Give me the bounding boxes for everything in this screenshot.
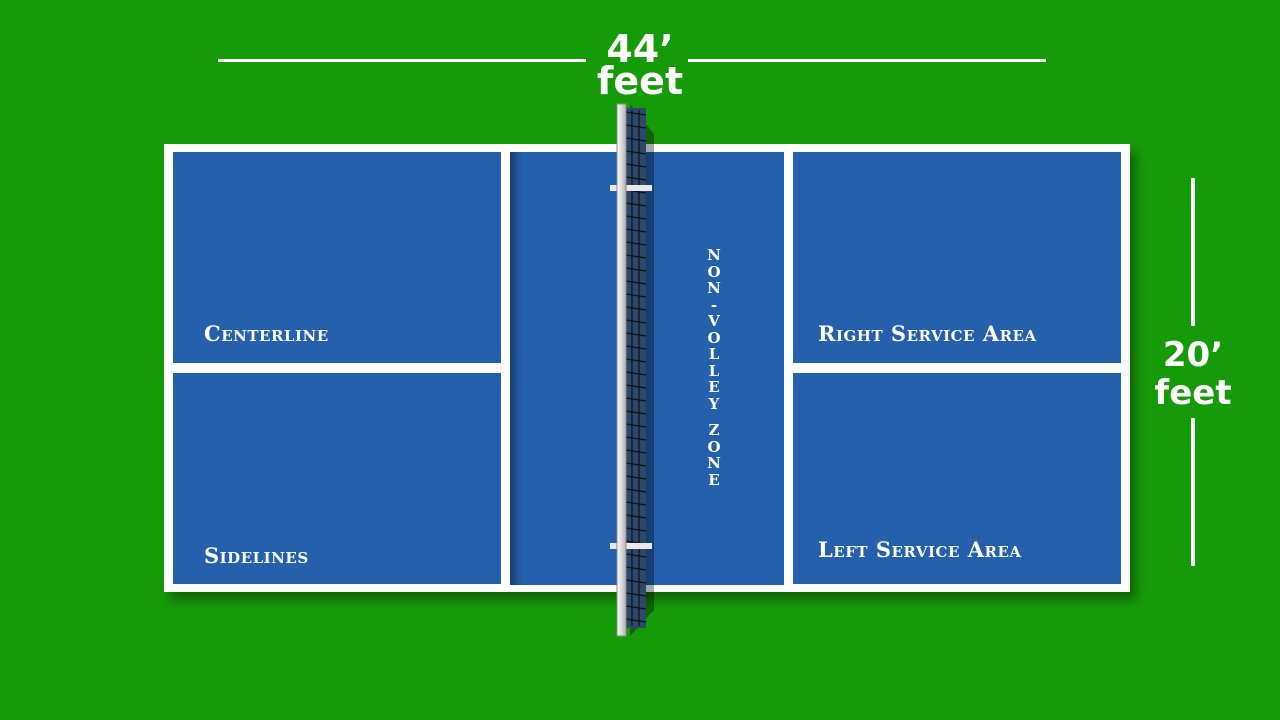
net-mesh-line (625, 605, 647, 610)
net-mesh-line (625, 397, 647, 402)
left-service-area-label: Left Service Area (818, 537, 1022, 562)
non-volley-zone-shadow (510, 152, 522, 585)
length-dimension-line-left (218, 59, 586, 62)
net-post (616, 103, 627, 637)
left-lower-service-box (173, 373, 501, 584)
non-volley-zone-letter: L (708, 361, 720, 380)
net-mesh-line (625, 124, 647, 129)
non-volley-zone-letter: O (707, 328, 721, 347)
net-tape-bottom (610, 543, 652, 549)
non-volley-zone-letter: N (707, 454, 721, 472)
non-volley-zone (510, 152, 784, 585)
net-mesh-line (625, 345, 647, 350)
net-mesh-line (625, 410, 647, 415)
net-mesh-line (625, 527, 647, 532)
net-mesh-line (625, 566, 647, 571)
net-mesh-line (625, 306, 647, 311)
net-mesh-line (625, 423, 647, 428)
centerline-label-text: Centerline (204, 321, 329, 346)
net-mesh-line (625, 215, 647, 220)
right-lower-service-box (793, 373, 1121, 584)
sidelines-label: Sidelines (204, 543, 309, 568)
net-mesh-line (625, 436, 647, 441)
right-service-area-label-text: Right Service Area (818, 321, 1037, 346)
non-volley-zone-letter: V (708, 312, 720, 330)
net-mesh-line (625, 553, 647, 558)
left-upper-service-box (173, 152, 501, 363)
width-dimension-unit: feet (1154, 373, 1232, 413)
right-service-area-label: Right Service Area (818, 321, 1037, 346)
non-volley-zone-letter: O (707, 437, 721, 456)
non-volley-zone-letter: N (707, 279, 721, 297)
non-volley-zone-letter: Y (708, 394, 720, 413)
net-mesh-backing (626, 108, 646, 628)
net-mesh-line (625, 202, 647, 207)
left-service-area-label-text: Left Service Area (818, 537, 1022, 562)
right-upper-service-box (793, 152, 1121, 363)
length-dimension-unit: feet (596, 59, 684, 103)
sidelines-label-text: Sidelines (204, 543, 309, 568)
net-mesh-line (625, 176, 647, 181)
net-mesh-line (625, 579, 647, 584)
net-mesh-line (625, 384, 647, 389)
net-mesh-line (625, 488, 647, 493)
non-volley-zone-letter: O (707, 262, 721, 281)
width-dimension-line-bottom (1191, 418, 1195, 566)
width-dimension-line-top (1191, 178, 1195, 326)
net-mesh-line (625, 163, 647, 168)
net-mesh-line (625, 137, 647, 142)
centerline-label: Centerline (204, 321, 329, 346)
net-tape-top (610, 185, 652, 191)
net-mesh-line (625, 319, 647, 324)
non-volley-zone-letter: E (708, 470, 720, 489)
net-mesh-line (625, 449, 647, 454)
width-dimension-value: 20’ (1162, 335, 1224, 375)
net-mesh-line (625, 501, 647, 506)
net-mesh-line (625, 332, 647, 337)
net-mesh-line (625, 293, 647, 298)
net-mesh-line (625, 254, 647, 259)
net-mesh-line (625, 358, 647, 363)
non-volley-zone-letter: N (707, 246, 721, 264)
net-mesh-line (625, 475, 647, 480)
net-mesh-line (625, 267, 647, 272)
length-dimension-value: 44’ (606, 27, 674, 71)
non-volley-zone-letter: L (708, 345, 720, 363)
net-mesh-line (625, 150, 647, 155)
non-volley-zone-letter: - (710, 295, 718, 314)
non-volley-zone-letter: E (708, 378, 720, 396)
net-mesh-line (625, 111, 647, 116)
net-mesh-line (625, 280, 647, 285)
net-mesh-line (625, 592, 647, 597)
net-mesh-line (625, 462, 647, 467)
net-mesh-line (625, 618, 647, 623)
length-dimension-line-right (688, 59, 1046, 62)
non-volley-zone-letter: Z (708, 421, 720, 439)
net-mesh-line (625, 241, 647, 246)
net-mesh-line (625, 228, 647, 233)
net-mesh-line (625, 514, 647, 519)
net-mesh-line (625, 371, 647, 376)
